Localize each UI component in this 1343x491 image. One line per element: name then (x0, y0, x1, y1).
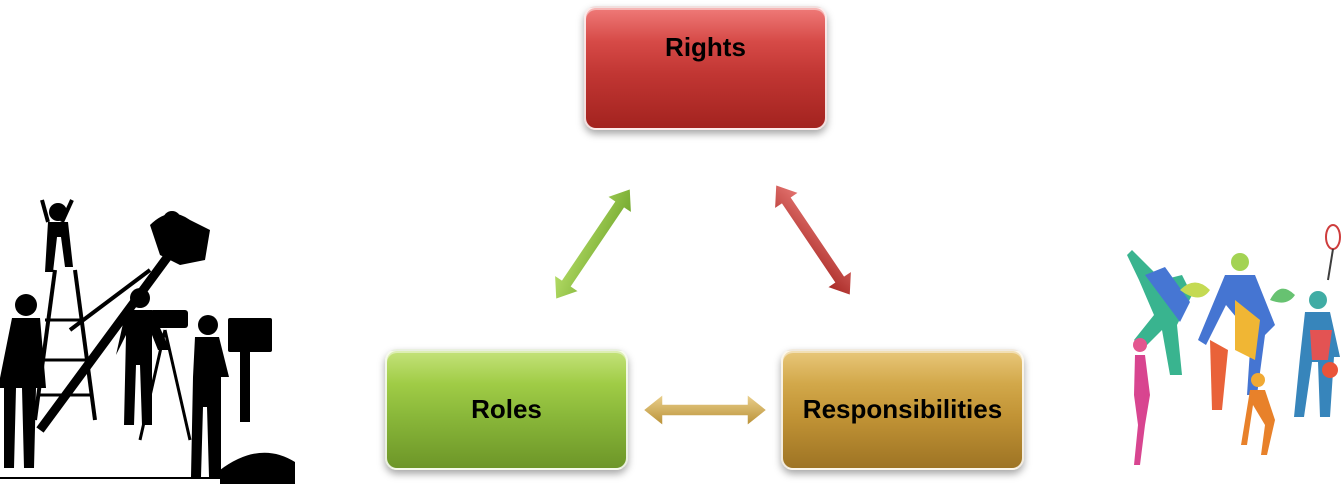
arrow-rights-responsibilities (773, 183, 853, 297)
responsibilities-label: Responsibilities (802, 394, 1003, 424)
roles-label: Roles (471, 394, 542, 424)
arrow-roles-responsibilities (641, 392, 769, 428)
responsibilities-box: Responsibilities (781, 349, 1024, 470)
roles-box: Roles (385, 349, 628, 470)
rights-box: Rights (584, 6, 827, 130)
film-crew-silhouette-image (0, 199, 295, 484)
rights-label: Rights (665, 32, 746, 62)
arrow-roles-rights (553, 187, 633, 301)
